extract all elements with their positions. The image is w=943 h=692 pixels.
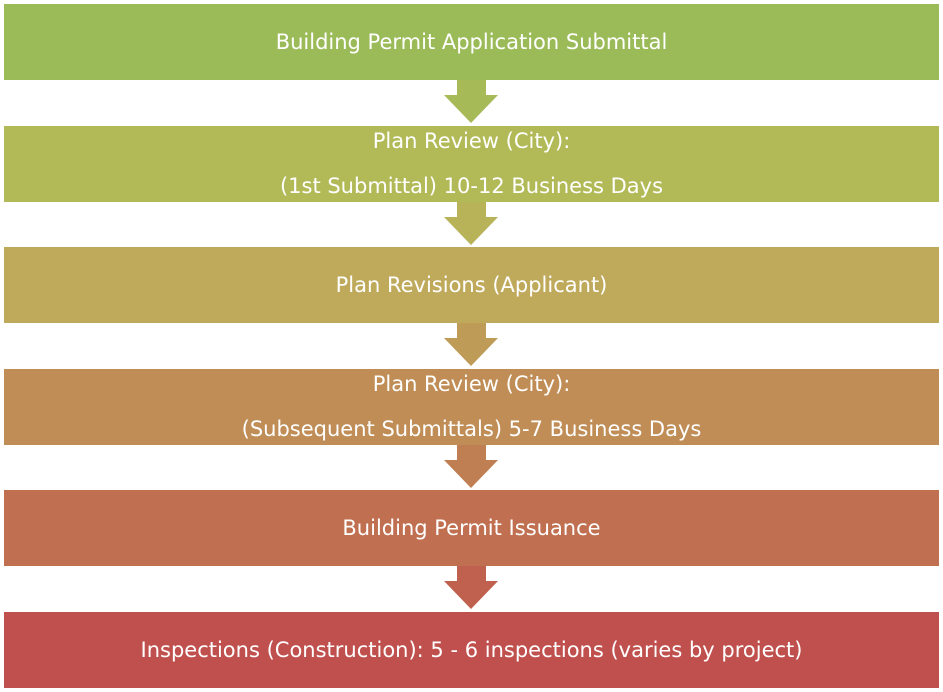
step-text: Plan Review (City): — [372, 372, 571, 396]
step-text: Plan Review (City): — [372, 129, 571, 153]
step-text: (Subsequent Submittals) 5-7 Business Day… — [241, 417, 702, 441]
down-arrow-icon — [444, 323, 498, 366]
step-text: Building Permit Issuance — [342, 515, 601, 540]
down-arrow-icon — [444, 445, 498, 488]
step-box: Plan Revisions (Applicant) — [4, 247, 939, 323]
step-text: Inspections (Construction): 5 - 6 inspec… — [140, 637, 803, 662]
down-arrow-icon — [444, 566, 498, 609]
step-box: Plan Review (City): (Subsequent Submittal… — [4, 369, 939, 445]
step-box: Building Permit Application Submittal — [4, 4, 939, 80]
step-box: Inspections (Construction): 5 - 6 inspec… — [4, 612, 939, 688]
down-arrow-icon — [444, 202, 498, 245]
step-text: Plan Revisions (Applicant) — [335, 272, 608, 297]
step-box: Plan Review (City): (1st Submittal) 10-12… — [4, 126, 939, 202]
down-arrow-icon — [444, 80, 498, 123]
step-text: Building Permit Application Submittal — [275, 29, 668, 54]
step-box: Building Permit Issuance — [4, 490, 939, 566]
step-text: (1st Submittal) 10-12 Business Days — [279, 174, 664, 198]
